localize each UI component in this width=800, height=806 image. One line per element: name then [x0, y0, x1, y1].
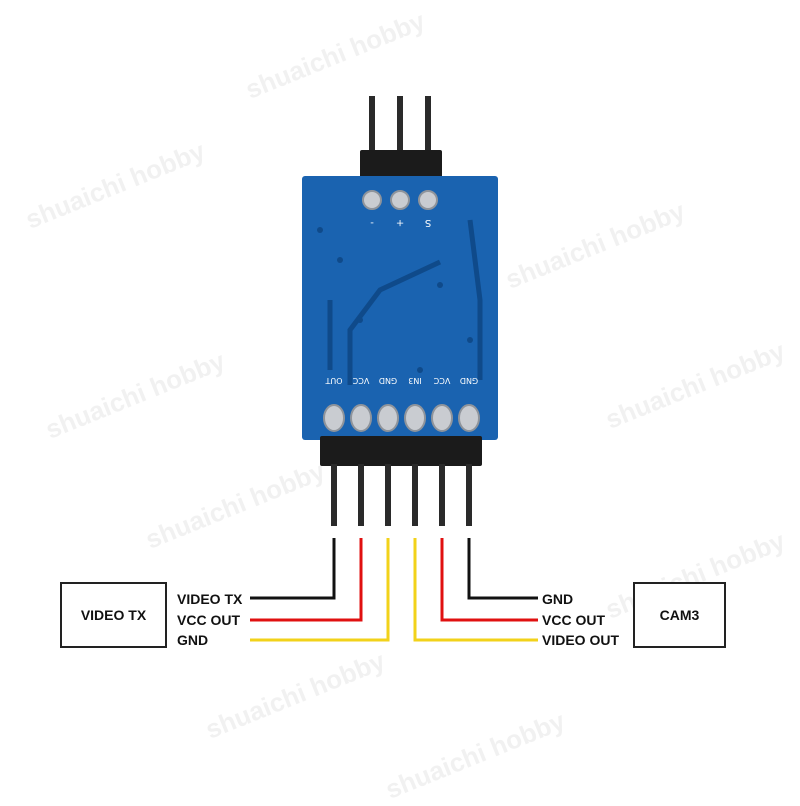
- top-pin: [397, 96, 403, 158]
- bottom-header: [320, 436, 482, 466]
- top-pin-label: -: [370, 217, 374, 228]
- bottom-pin-label: GND: [460, 376, 478, 385]
- bottom-pin-label: OUT: [325, 376, 342, 385]
- top-pin: [425, 96, 431, 158]
- right-wires: [413, 538, 538, 642]
- top-pin-labels: - + S: [370, 217, 431, 228]
- wire-label: VIDEO OUT: [542, 632, 620, 648]
- bottom-pin-labels: OUT VCC GND IN3 VCC GND: [325, 376, 478, 385]
- top-solder-pads: [362, 190, 438, 210]
- bottom-pins: [331, 464, 472, 526]
- top-pin-label: +: [396, 217, 404, 228]
- wire-yellow: [250, 538, 390, 642]
- bottom-pin-label: VCC: [352, 376, 369, 385]
- bottom-pin-label: IN3: [408, 376, 421, 385]
- top-header: [360, 150, 442, 180]
- cam3-box: CAM3: [633, 582, 726, 648]
- wire-yellow: [413, 538, 538, 642]
- wire-black: [467, 538, 538, 600]
- wire-label: VIDEO TX: [177, 591, 243, 607]
- bottom-solder-pads: [323, 404, 480, 432]
- bottom-pin-label: VCC: [433, 376, 450, 385]
- device-label: VIDEO TX: [80, 607, 147, 623]
- wire-label: GND: [177, 632, 209, 648]
- top-pins: [360, 96, 442, 180]
- device-label: CAM3: [659, 607, 700, 623]
- wire-black: [250, 538, 336, 600]
- left-wires: [250, 538, 390, 642]
- pcb-vias: [317, 227, 473, 373]
- top-pin: [369, 96, 375, 158]
- wire-red: [440, 538, 538, 622]
- video-tx-box: VIDEO TX: [60, 582, 167, 648]
- wire-label: VCC OUT: [177, 612, 240, 628]
- wire-red: [250, 538, 363, 622]
- bottom-pin-label: GND: [379, 376, 397, 385]
- pcb-traces: [327, 219, 483, 385]
- wire-label: VCC OUT: [542, 612, 605, 628]
- top-pin-label: S: [425, 217, 431, 228]
- wire-label: GND: [542, 591, 574, 607]
